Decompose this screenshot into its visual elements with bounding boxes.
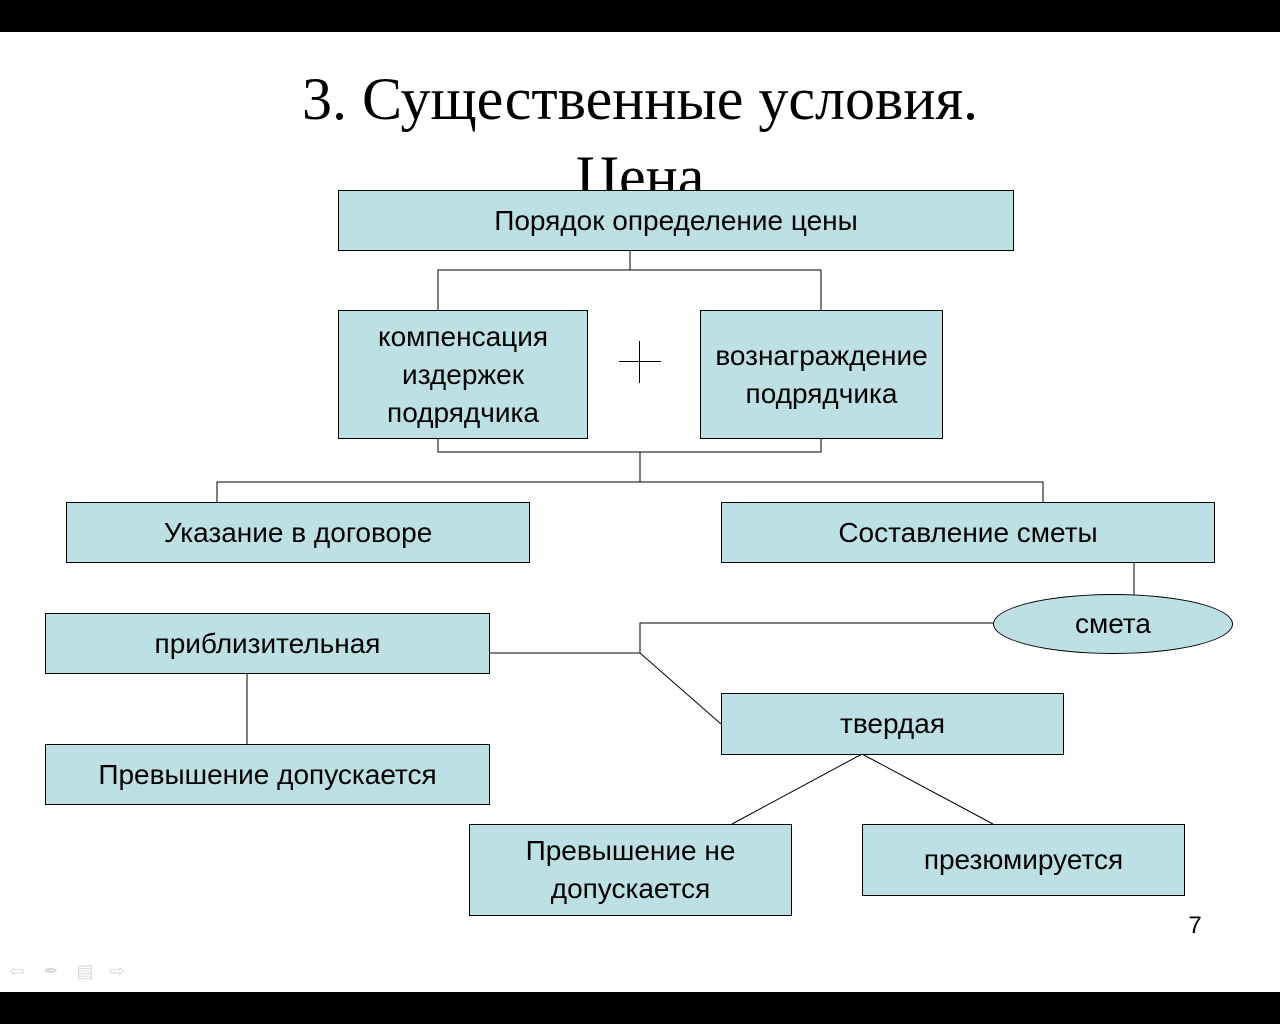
slide-title: 3. Существенные условия. Цена (301, 66, 979, 210)
excess-allowed-box: Превышение допускается (45, 744, 490, 805)
contractor-reward-box: вознаграждение подрядчика (700, 310, 943, 439)
connector-excess-not-allowed (731, 753, 863, 825)
presumed-box: презюмируется (862, 824, 1185, 896)
cost-compensation-box: компенсация издержек подрядчика (338, 310, 588, 439)
page-number: 7 (1188, 912, 1202, 939)
contract-indication-box: Указание в договоре (66, 502, 530, 563)
approximate-box: приблизительная (45, 613, 490, 674)
connector-lines (216, 250, 1135, 825)
root-box: Порядок определение цены (338, 190, 1014, 251)
connector-level2-right (640, 481, 1044, 502)
connector-level2-left (216, 481, 640, 502)
back-arrow-icon[interactable]: ⇦ (9, 960, 25, 981)
connector-root-right (630, 269, 822, 310)
connector-firm (639, 652, 722, 725)
estimate-ellipse: смета (993, 594, 1233, 654)
connector-bracket (437, 438, 822, 453)
slide: 3. Существенные условия. Цена Порядок оп (0, 32, 1280, 992)
pen-icon[interactable]: ✒ (43, 960, 59, 981)
forward-arrow-icon[interactable]: ⇨ (109, 960, 125, 981)
firm-box: твердая (721, 693, 1064, 755)
menu-icon[interactable]: ▤ (76, 960, 94, 981)
plus-icon (619, 341, 661, 383)
estimate-drafting-box: Составление сметы (721, 502, 1215, 563)
connector-presumed (861, 753, 994, 825)
excess-not-allowed-box: Превышение не допускается (469, 824, 792, 916)
connector-root (437, 250, 631, 310)
connector-estimate-options (639, 622, 993, 653)
